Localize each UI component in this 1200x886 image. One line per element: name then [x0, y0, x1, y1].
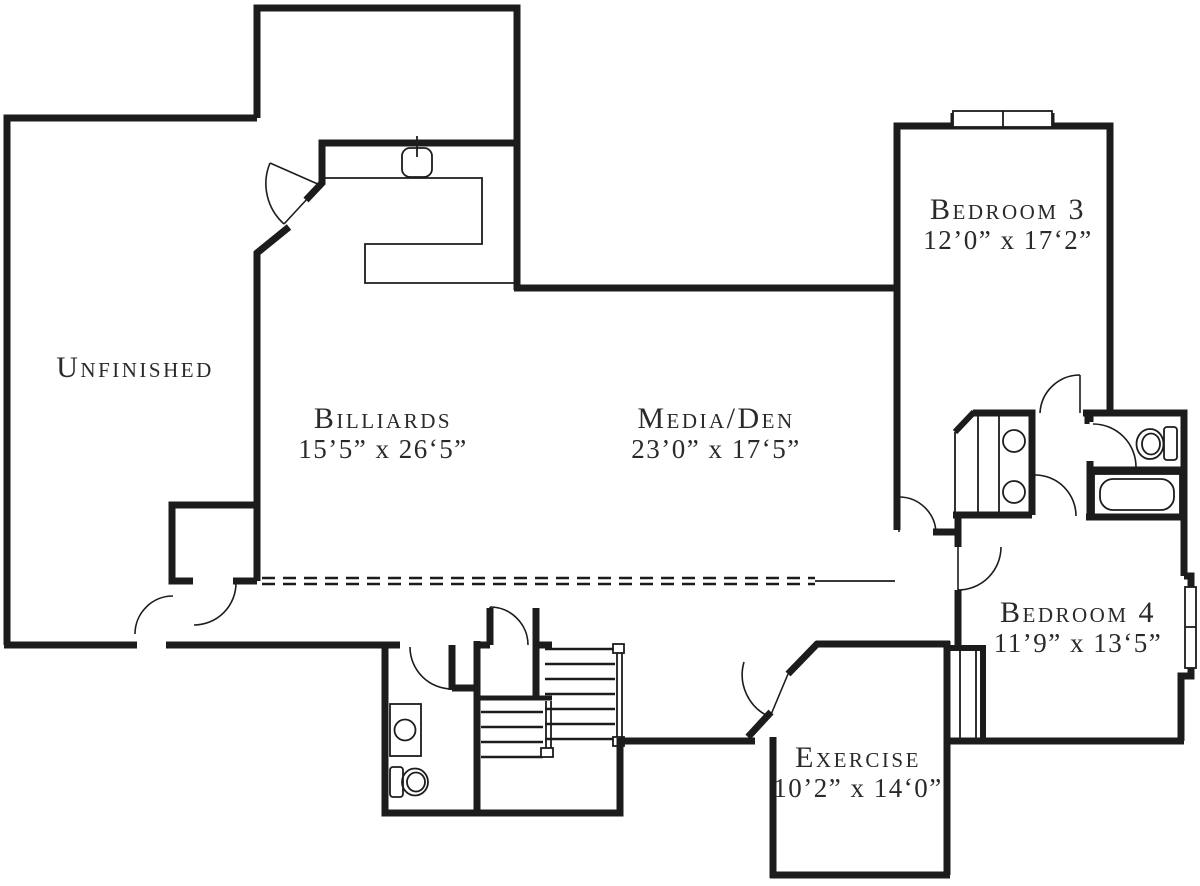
bay-window-panes	[959, 651, 977, 739]
wall-bath-top	[385, 641, 477, 692]
room-labels: Unfinished Billiards 15’5” x 26‘5” Media…	[56, 193, 1162, 803]
wall-protrusion	[253, 4, 521, 290]
door-bedroom3	[1039, 374, 1081, 414]
vanity	[389, 703, 422, 757]
label-exercise: Exercise 10’2” x 14‘0”	[773, 741, 942, 803]
wall-unfinished	[3, 114, 257, 645]
label-bedroom-4: Bedroom 4 11’9” x 13‘5”	[994, 596, 1162, 658]
door-toilet-room	[1092, 423, 1137, 468]
room-name-unfinished: Unfinished	[56, 351, 214, 384]
stair-newel-top	[612, 643, 625, 654]
room-name-bedroom3: Bedroom 3	[930, 193, 1086, 226]
room-name-media-den: Media/Den	[637, 402, 794, 435]
door-exercise	[741, 661, 789, 718]
toilet2-tank	[1163, 426, 1178, 461]
room-dims-bedroom3: 12’0” x 17‘2”	[923, 225, 1092, 255]
wall-bedroom4-left	[933, 512, 962, 649]
room-dims-billiards: 15’5” x 26‘5”	[298, 434, 467, 464]
toilet-bowl-inner	[406, 771, 426, 793]
vanity-sink-1	[1002, 429, 1026, 453]
windows	[952, 110, 1197, 669]
vanity-sink	[393, 718, 417, 742]
room-dims-exercise: 10’2” x 14‘0”	[773, 773, 942, 803]
stair-railing-center	[545, 701, 552, 751]
room-dims-bedroom4: 11’9” x 13‘5”	[994, 628, 1162, 658]
bathroom-upper-fixtures	[954, 416, 1181, 516]
label-billiards: Billiards 15’5” x 26‘5”	[298, 402, 467, 464]
stair-newel-center	[540, 747, 554, 758]
label-unfinished: Unfinished	[56, 351, 214, 384]
door-stair-vestibule	[489, 606, 529, 646]
vanity-dividers	[977, 416, 1000, 512]
toilet-tank	[389, 766, 404, 798]
door-bathroom-lower	[409, 646, 453, 690]
toilet-bowl	[401, 767, 429, 797]
wall-wet-bar	[303, 139, 517, 203]
bathroom-lower-fixtures	[389, 703, 429, 798]
label-media-den: Media/Den 23’0” x 17‘5”	[631, 402, 800, 464]
door-tub-room	[1034, 474, 1077, 517]
room-name-exercise: Exercise	[795, 741, 921, 774]
fixtures	[262, 136, 1181, 798]
bathtub-inner	[1099, 478, 1175, 511]
wall-toilet-tub-rooms	[1086, 411, 1184, 521]
toilet2-bowl-inner	[1141, 432, 1161, 456]
wall-exercise	[620, 640, 1184, 879]
wall-closet	[168, 501, 257, 585]
door-media-hall	[898, 496, 937, 535]
wall-bedroom3	[893, 122, 1114, 530]
toilet2-bowl	[1135, 428, 1165, 460]
vanity-sink-2	[1002, 480, 1026, 504]
wall-right-outer	[1107, 409, 1195, 741]
wall-stair-vestibule	[477, 608, 552, 698]
wall-vanity	[953, 409, 1036, 519]
room-dims-media-den: 23’0” x 17‘5”	[631, 434, 800, 464]
wet-bar-counter	[322, 177, 514, 284]
room-name-billiards: Billiards	[314, 402, 452, 435]
stair-treads-lower	[481, 710, 543, 759]
door-unfinished-exterior	[134, 595, 174, 635]
room-name-bedroom4: Bedroom 4	[1000, 596, 1156, 629]
walls	[3, 4, 1195, 879]
stair-railing-right	[616, 650, 623, 740]
wall-billiards-left	[253, 224, 292, 581]
door-closet	[193, 582, 237, 626]
wall-bay-caps	[944, 645, 986, 741]
door-bedroom4	[957, 546, 1002, 591]
wall-vanity-chamfer	[952, 409, 977, 435]
stair-treads-upper	[545, 647, 615, 741]
label-bedroom-3: Bedroom 3 12’0” x 17‘2”	[923, 193, 1092, 255]
wall-stair-block	[381, 642, 624, 817]
